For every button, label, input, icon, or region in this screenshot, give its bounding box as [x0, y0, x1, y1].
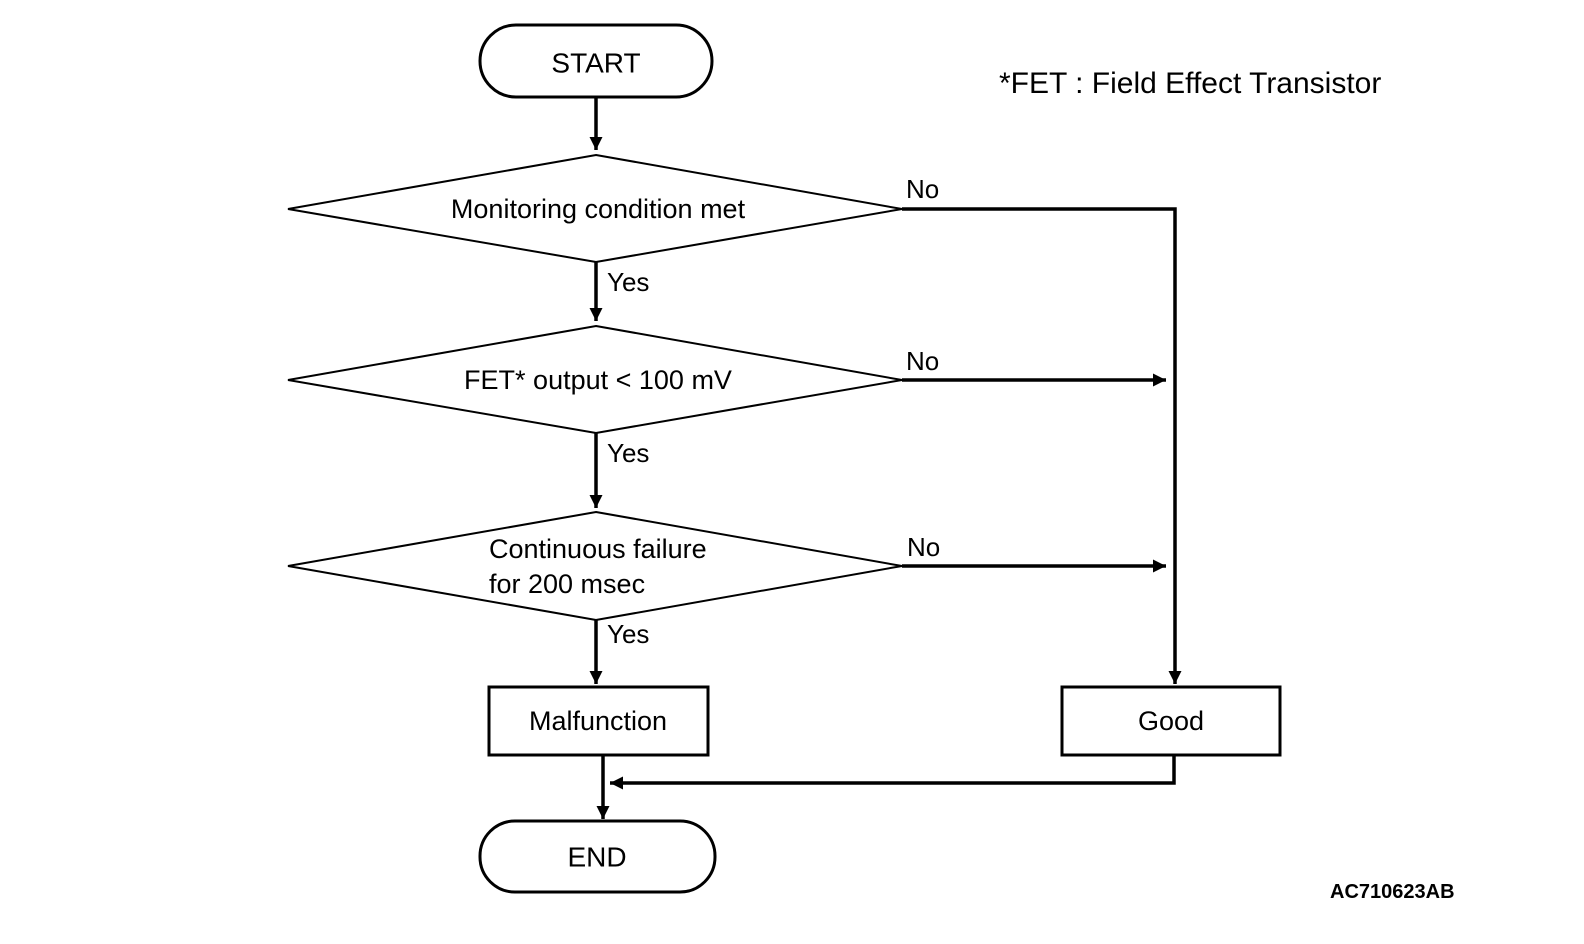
end-node: [478, 819, 717, 894]
decision1-yes-label: Yes: [607, 267, 649, 297]
end-label: END: [567, 842, 626, 873]
malfunction-node: [487, 685, 710, 757]
edge-decision1-no: [902, 207, 1182, 684]
decision1-node: [287, 153, 903, 264]
malfunction-label: Malfunction: [529, 706, 667, 736]
good-node: [1060, 685, 1282, 757]
start-label: START: [551, 48, 640, 79]
decision2-node: [287, 324, 903, 435]
decision2-yes-label: Yes: [607, 438, 649, 468]
start-node: [478, 23, 714, 99]
decision3-node: [287, 510, 903, 622]
good-label: Good: [1138, 706, 1204, 736]
decision3-no-label: No: [907, 532, 940, 562]
decision1-no-label: No: [906, 174, 939, 204]
decision1-label: Monitoring condition met: [451, 194, 746, 224]
decision2-label: FET* output < 100 mV: [464, 365, 732, 395]
edge-good-to-end: [610, 755, 1176, 790]
decision3-label-line1: Continuous failure: [489, 534, 707, 564]
figure-code: AC710623AB: [1330, 881, 1455, 903]
legend-note: *FET : Field Effect Transistor: [999, 67, 1381, 100]
decision3-label-line2: for 200 msec: [489, 569, 645, 599]
decision2-no-label: No: [906, 346, 939, 376]
decision3-yes-label: Yes: [607, 619, 649, 649]
